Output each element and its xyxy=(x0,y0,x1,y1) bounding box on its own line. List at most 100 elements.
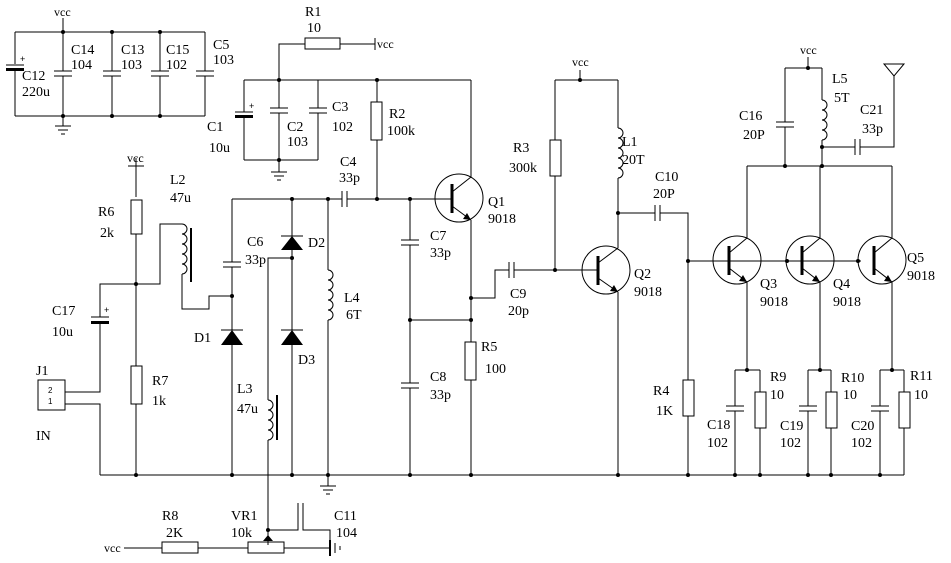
r6-ref: R6 xyxy=(98,205,114,220)
c4-ref: C4 xyxy=(340,155,356,170)
r2-ref: R2 xyxy=(389,107,405,122)
r7-ref: R7 xyxy=(152,374,168,389)
q3-value: 9018 xyxy=(760,295,788,310)
svg-text:+: + xyxy=(104,305,109,315)
j1-connector xyxy=(37,379,66,411)
r3-value: 300k xyxy=(509,161,537,176)
c2-value: 103 xyxy=(287,135,308,150)
c2-ref: C2 xyxy=(287,120,303,135)
j1-pin2: 2 xyxy=(48,386,53,395)
l4-ref: L4 xyxy=(344,291,360,306)
r7-value: 1k xyxy=(152,394,166,409)
antenna-icon xyxy=(882,63,906,77)
j1-pin1: 1 xyxy=(48,397,53,406)
vcc-label: vcc xyxy=(377,37,394,51)
oscillator-stage: R2 100k C4 33p Q1 9018 C7 33p xyxy=(232,80,580,475)
j1-ref: J1 xyxy=(36,364,48,379)
vr1-ref: VR1 xyxy=(231,509,257,524)
c1-ref: C1 xyxy=(207,120,223,135)
c19-value: 102 xyxy=(780,436,801,451)
vcc-label: vcc xyxy=(54,5,71,19)
c17-ref: C17 xyxy=(52,304,75,319)
vcc-label: vcc xyxy=(572,55,589,69)
c1-value: 10u xyxy=(209,141,230,156)
c4-value: 33p xyxy=(339,171,360,186)
l1-ref: L1 xyxy=(622,135,638,150)
power-amp-stage: vcc C16 20P L5 5T C21 33p xyxy=(688,43,935,475)
l3-value: 47u xyxy=(237,402,258,417)
r2-value: 100k xyxy=(387,124,415,139)
c20-value: 102 xyxy=(851,436,872,451)
d1-ref: D1 xyxy=(194,331,211,346)
q2-ref: Q2 xyxy=(634,267,651,282)
r6-value: 2k xyxy=(100,226,114,241)
q4-ref: Q4 xyxy=(833,277,850,292)
vr1-value: 10k xyxy=(231,526,252,541)
c14-value: 104 xyxy=(71,58,92,73)
r4-value: 1K xyxy=(656,404,673,419)
vcc-label: vcc xyxy=(800,43,817,57)
q3-transistor xyxy=(712,235,762,285)
q3-ref: Q3 xyxy=(760,277,777,292)
c10-ref: C10 xyxy=(655,170,678,185)
r1-value: 10 xyxy=(307,21,321,36)
j1-input-label: IN xyxy=(36,429,51,444)
r8-ref: R8 xyxy=(162,509,178,524)
c3-value: 102 xyxy=(332,120,353,135)
l3-ref: L3 xyxy=(237,382,253,397)
c20-ref: C20 xyxy=(851,419,874,434)
c3-ref: C3 xyxy=(332,100,348,115)
bias-network: vcc R8 2K VR1 10k C11 104 xyxy=(104,503,357,556)
q1-ref: Q1 xyxy=(488,195,505,210)
vcc-label: vcc xyxy=(104,541,121,555)
c15-ref: C15 xyxy=(166,43,189,58)
c7-ref: C7 xyxy=(430,229,446,244)
c14-ref: C14 xyxy=(71,43,94,58)
c10-value: 20P xyxy=(653,187,675,202)
l5-value: 5T xyxy=(834,91,850,106)
buffer-stage: vcc R3 300k L1 20T Q2 9018 C10 20 xyxy=(509,55,695,475)
c6-ref: C6 xyxy=(247,235,263,250)
c12-value: 220u xyxy=(22,85,50,100)
q1-value: 9018 xyxy=(488,212,516,227)
r10-ref: R10 xyxy=(841,371,864,386)
svg-text:+: + xyxy=(249,101,254,111)
r11-ref: R11 xyxy=(910,369,933,384)
c13-ref: C13 xyxy=(121,43,144,58)
l5-ref: L5 xyxy=(832,72,848,87)
c13-value: 103 xyxy=(121,58,142,73)
c17-value: 10u xyxy=(52,325,73,340)
supply-filter: vcc R1 10 + C1 10u C2 103 C3 102 xyxy=(207,5,471,181)
vr1-potentiometer xyxy=(247,541,285,554)
input-section: vcc R6 2k R7 1k + C17 10u 2 1 J1 IN xyxy=(36,151,904,477)
l4-value: 6T xyxy=(346,308,362,323)
c9-ref: C9 xyxy=(510,287,526,302)
q5-value: 9018 xyxy=(907,269,935,284)
c15-value: 102 xyxy=(166,58,187,73)
c8-value: 33p xyxy=(430,388,451,403)
r1-ref: R1 xyxy=(305,5,321,20)
c16-value: 20P xyxy=(743,128,765,143)
q4-transistor xyxy=(785,235,835,285)
r8-value: 2K xyxy=(166,526,183,541)
q1-transistor xyxy=(434,173,484,223)
q4-value: 9018 xyxy=(833,295,861,310)
c21-ref: C21 xyxy=(860,103,883,118)
svg-text:+: + xyxy=(20,54,25,64)
l2-value: 47u xyxy=(170,191,191,206)
c16-ref: C16 xyxy=(739,109,762,124)
d2-ref: D2 xyxy=(308,236,325,251)
c5-value: 103 xyxy=(213,53,234,68)
c5-ref: C5 xyxy=(213,38,229,53)
r5-ref: R5 xyxy=(481,340,497,355)
c12-ref: C12 xyxy=(22,69,45,84)
l2-ref: L2 xyxy=(170,173,186,188)
c8-ref: C8 xyxy=(430,370,446,385)
c11-value: 104 xyxy=(336,526,357,541)
c9-value: 20p xyxy=(508,304,529,319)
r11-value: 10 xyxy=(914,388,928,403)
l1-value: 20T xyxy=(622,153,645,168)
r3-ref: R3 xyxy=(513,141,529,156)
vcc-label: vcc xyxy=(127,151,144,165)
